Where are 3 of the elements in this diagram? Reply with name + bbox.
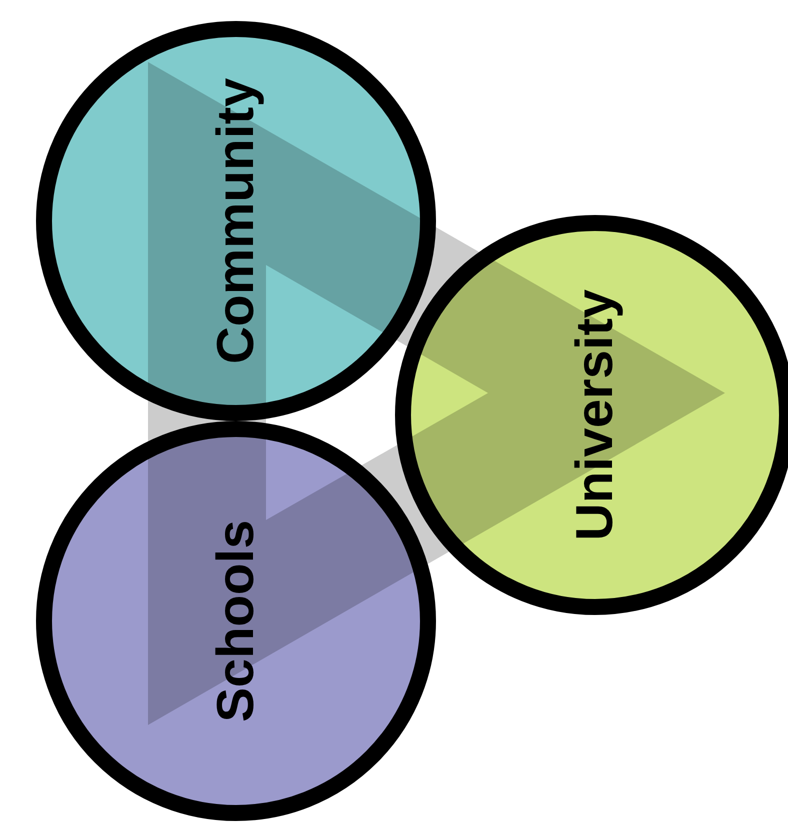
node-label: Community bbox=[206, 78, 266, 364]
node-label: Schools bbox=[206, 520, 266, 722]
node-label: University bbox=[565, 289, 625, 541]
